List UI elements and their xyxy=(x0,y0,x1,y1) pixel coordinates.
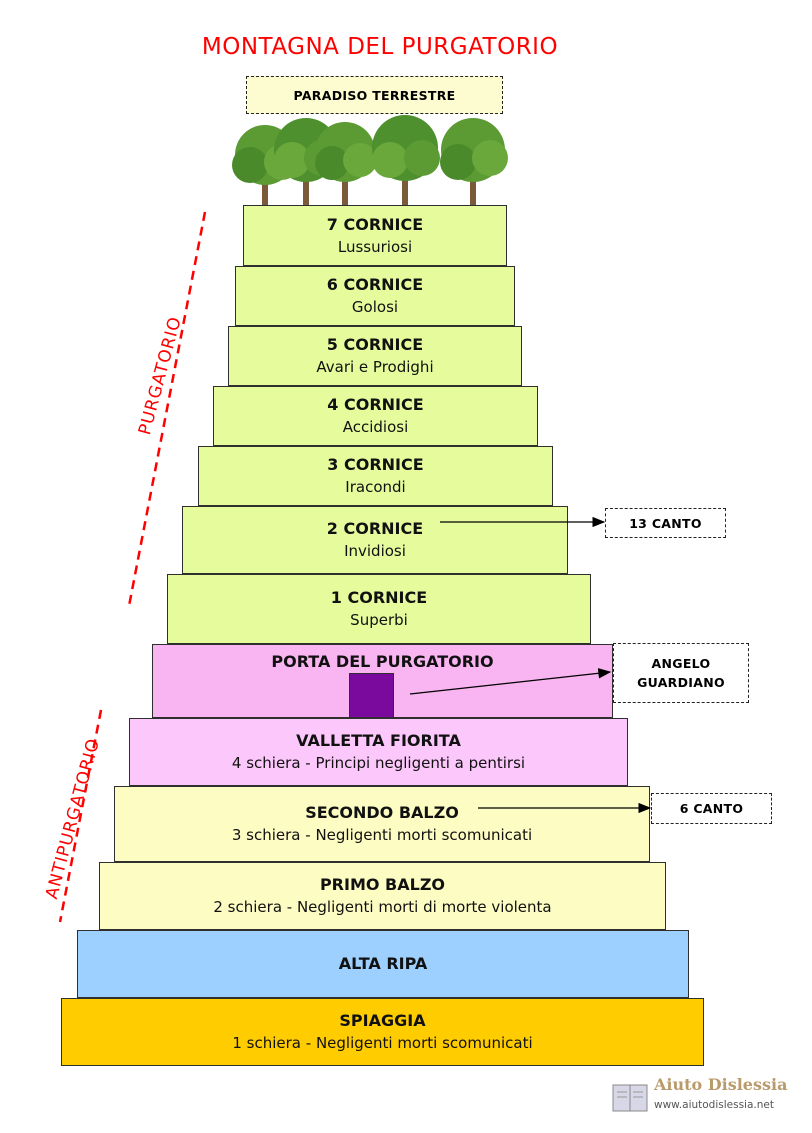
level-name: ALTA RIPA xyxy=(338,954,428,973)
level-cornice-2: 2 CORNICE Invidiosi xyxy=(182,506,568,574)
canto-13-text: 13 CANTO xyxy=(629,515,702,531)
canto-6-text: 6 CANTO xyxy=(679,801,744,816)
level-sub: 1 schiera - Negligenti morti scomunicati xyxy=(232,1034,533,1052)
level-cornice-6: 6 CORNICE Golosi xyxy=(235,266,515,326)
level-name: 5 CORNICE xyxy=(326,335,424,354)
tree-icon xyxy=(440,118,508,205)
watermark-brand: Aiuto Dislessia xyxy=(654,1075,788,1094)
angelo-guardiano-label: ANGELO GUARDIANO xyxy=(613,643,749,703)
level-cornice-5: 5 CORNICE Avari e Prodighi xyxy=(228,326,522,386)
level-name: PRIMO BALZO xyxy=(319,875,446,894)
level-sub: Avari e Prodighi xyxy=(316,358,434,376)
door-icon xyxy=(349,673,394,718)
level-cornice-3: 3 CORNICE Iracondi xyxy=(198,446,553,506)
level-name: SECONDO BALZO xyxy=(305,803,459,822)
book-icon xyxy=(612,1084,648,1112)
watermark-logo: Aiuto Dislessia www.aiutodislessia.net xyxy=(610,1075,790,1119)
paradiso-terrestre-label: PARADISO TERRESTRE xyxy=(246,76,503,114)
level-cornice-7: 7 CORNICE Lussuriosi xyxy=(243,205,507,266)
level-spiaggia: SPIAGGIA 1 schiera - Negligenti morti sc… xyxy=(61,998,704,1066)
level-sub: Lussuriosi xyxy=(337,237,413,256)
tree-icon xyxy=(315,122,377,205)
level-primo-balzo: PRIMO BALZO 2 schiera - Negligenti morti… xyxy=(99,862,666,930)
level-name: 1 CORNICE xyxy=(330,588,428,607)
level-sub: 4 schiera - Principi negligenti a pentir… xyxy=(231,754,526,772)
canto-6-label: 6 CANTO xyxy=(651,793,772,824)
paradiso-terrestre-text: PARADISO TERRESTRE xyxy=(293,87,456,103)
angelo-guardiano-text: ANGELO GUARDIANO xyxy=(637,656,725,690)
purgatorio-dashed-line xyxy=(127,211,207,607)
level-sub: Accidiosi xyxy=(342,418,409,436)
level-valletta-fiorita: VALLETTA FIORITA 4 schiera - Principi ne… xyxy=(129,718,628,786)
level-name: VALLETTA FIORITA xyxy=(296,731,461,750)
level-name: 2 CORNICE xyxy=(326,519,424,538)
antipurgatorio-dashed-line xyxy=(58,709,103,923)
level-cornice-4: 4 CORNICE Accidiosi xyxy=(213,386,538,446)
watermark-url: www.aiutodislessia.net xyxy=(654,1099,774,1111)
canto-13-label: 13 CANTO xyxy=(605,508,726,538)
level-name: 6 CORNICE xyxy=(326,275,424,294)
level-sub: 3 schiera - Negligenti morti scomunicati xyxy=(231,826,533,844)
level-alta-ripa: ALTA RIPA xyxy=(77,930,689,998)
level-sub: 2 schiera - Negligenti morti di morte vi… xyxy=(213,898,552,916)
level-name: 4 CORNICE xyxy=(327,395,424,414)
level-name: PORTA DEL PURGATORIO xyxy=(271,652,494,671)
tree-icon xyxy=(372,115,440,205)
page-title: MONTAGNA DEL PURGATORIO xyxy=(201,34,559,60)
level-secondo-balzo: SECONDO BALZO 3 schiera - Negligenti mor… xyxy=(114,786,650,862)
level-cornice-1: 1 CORNICE Superbi xyxy=(167,574,591,644)
level-sub: Golosi xyxy=(351,298,399,316)
level-name: 7 CORNICE xyxy=(326,214,424,234)
level-sub: Superbi xyxy=(350,611,408,629)
level-sub: Invidiosi xyxy=(344,542,406,560)
level-name: SPIAGGIA xyxy=(339,1011,426,1030)
level-name: 3 CORNICE xyxy=(327,455,424,474)
arrow-to-angelo xyxy=(409,668,612,695)
level-sub: Iracondi xyxy=(345,478,406,496)
